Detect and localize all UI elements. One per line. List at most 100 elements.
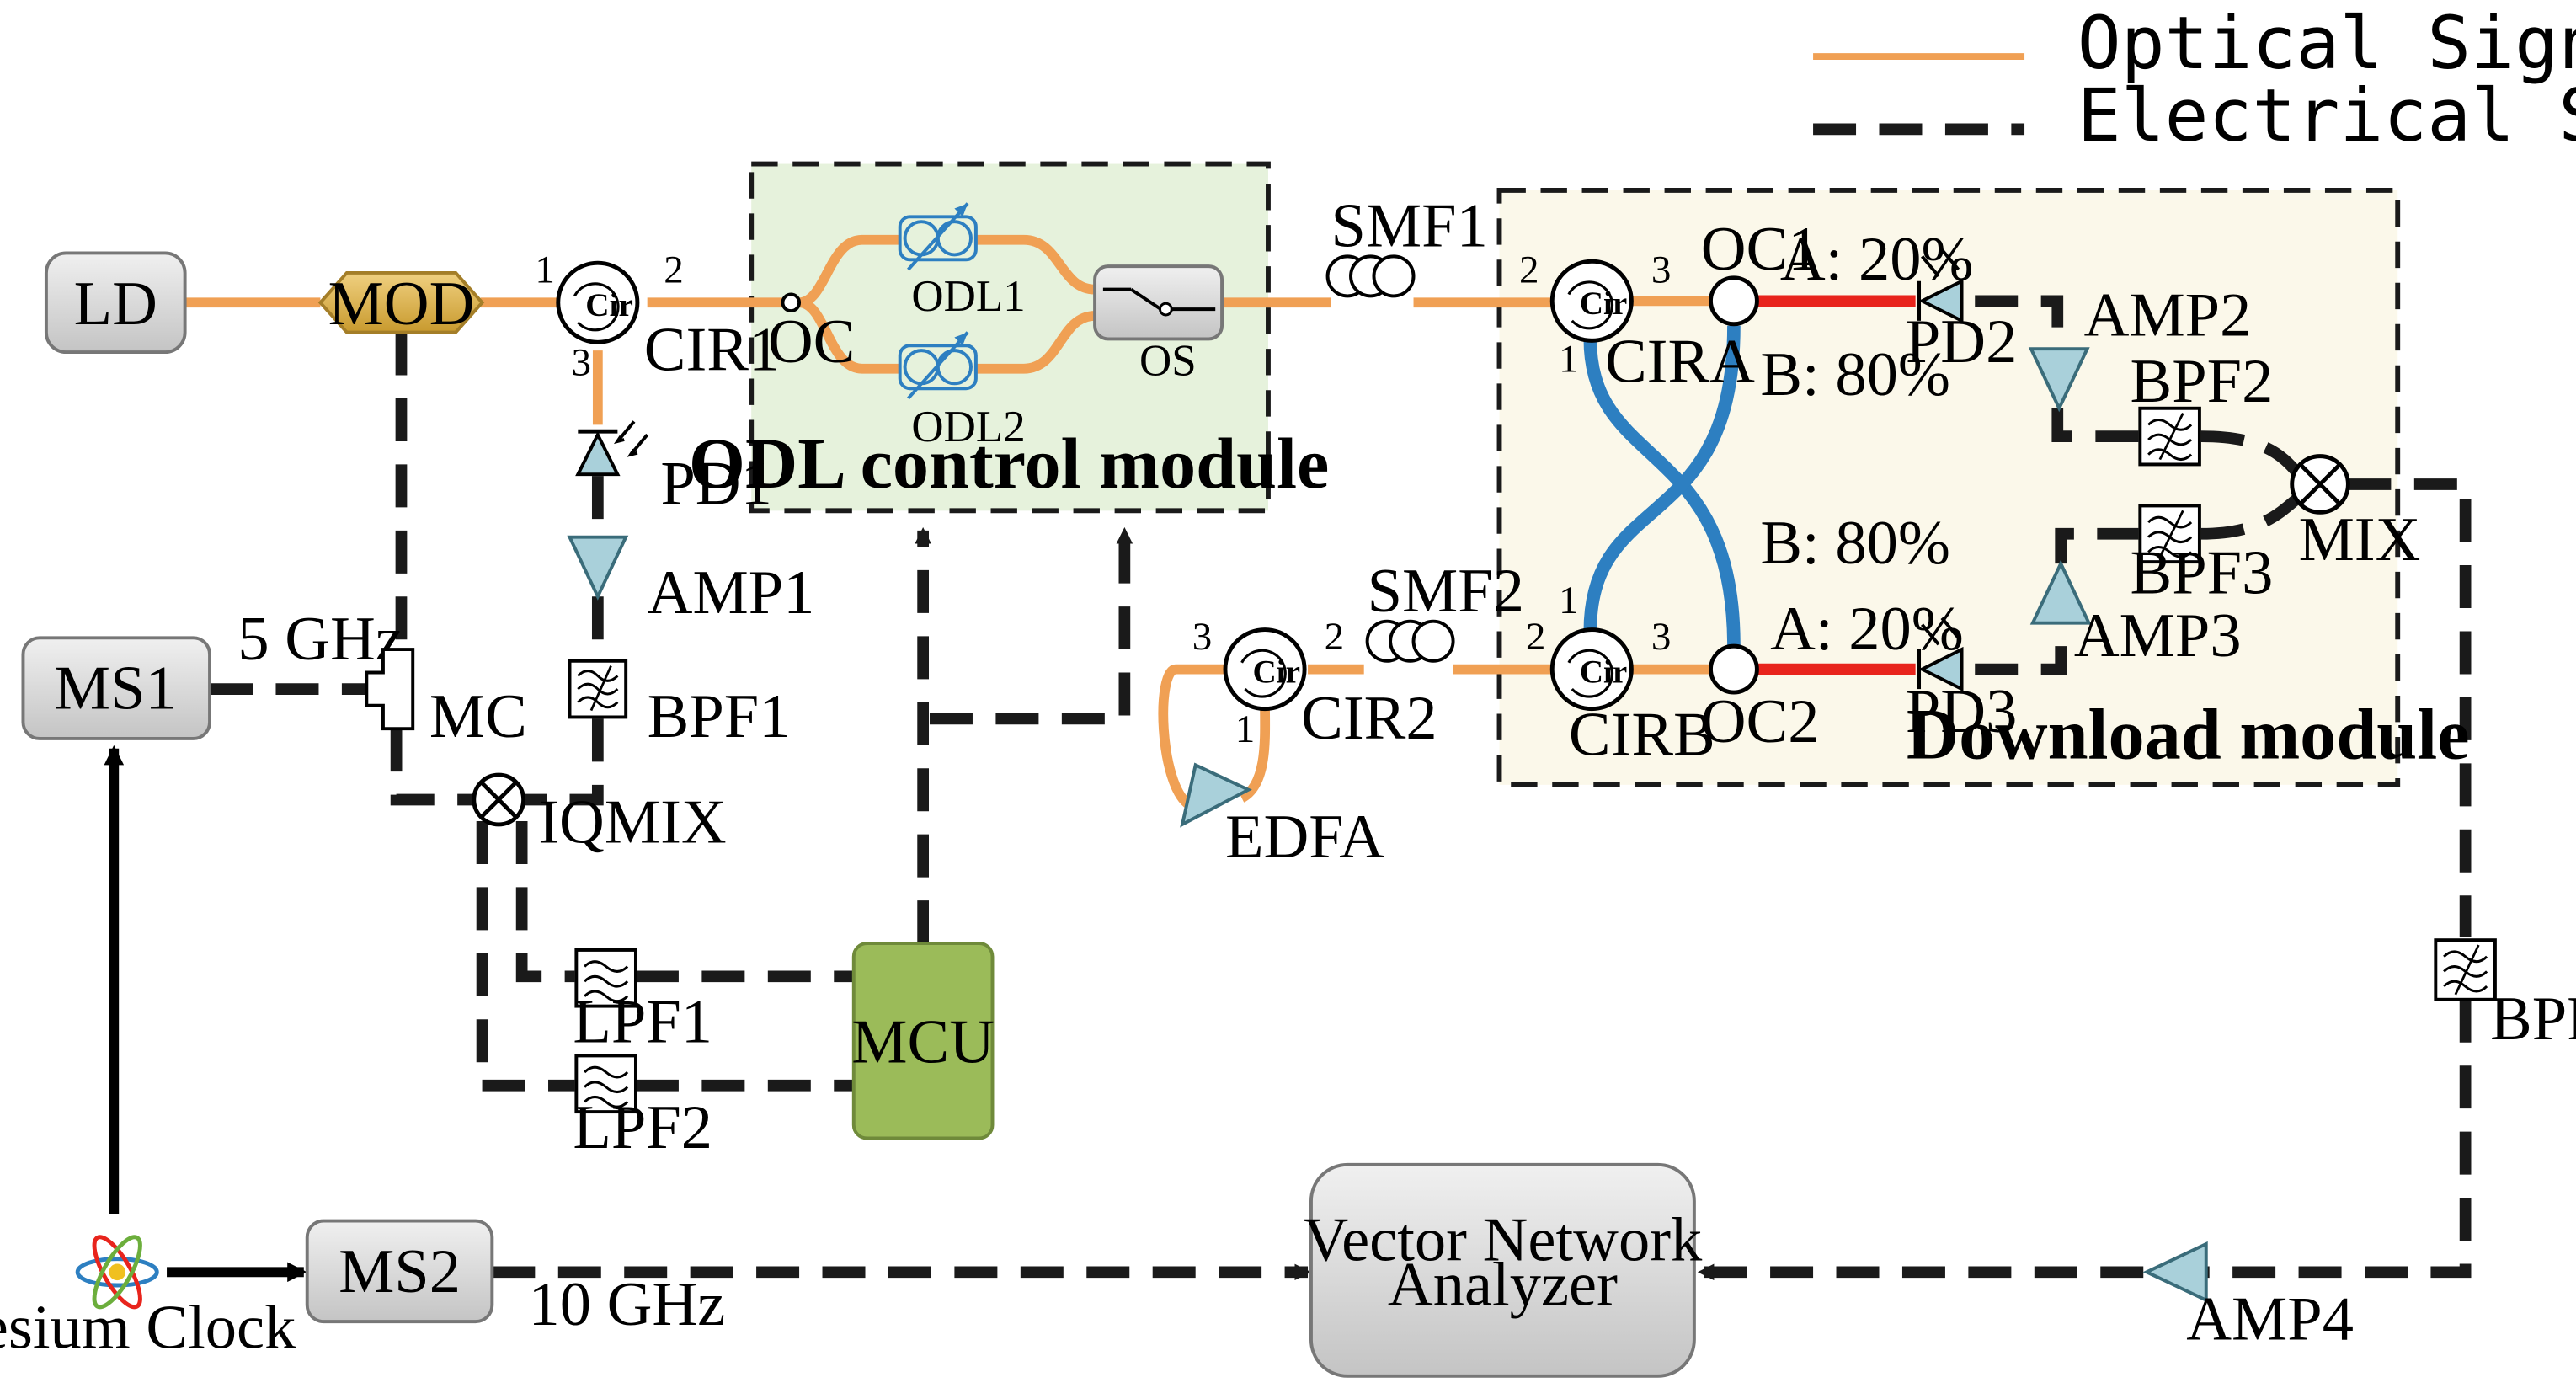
oc2-label: OC2 [1701, 687, 1820, 756]
amp2-amplifier[interactable] [2028, 347, 2090, 413]
lpf1-label: LPF1 [573, 988, 712, 1057]
cirb-port-1: 1 [1559, 579, 1579, 622]
vna-label-line2: Analyzer [1388, 1251, 1618, 1320]
oc1-coupler[interactable] [1709, 275, 1759, 327]
pd1-photodiode[interactable] [575, 420, 649, 477]
iqmix-mixer[interactable] [472, 772, 526, 827]
bpf3-filter[interactable] [2138, 504, 2201, 564]
iqmix-to-lpf1-line [515, 820, 575, 983]
oc-splitter[interactable] [781, 292, 802, 313]
amp1-label: AMP1 [648, 558, 815, 627]
cir1-port-1: 1 [535, 248, 555, 292]
oc1-to-cirb-fiber [1583, 325, 1741, 632]
bpf2-label: BPF2 [2131, 347, 2274, 416]
mcu-to-os-line [929, 526, 1133, 725]
cir1-glyph: Cir [585, 287, 633, 323]
odl1-to-os-fiber [973, 234, 1096, 295]
legend-optical-label: Optical Signal [2077, 2, 2576, 86]
oc2-split-b: B: 80% [1760, 509, 1950, 578]
pd2-to-amp2-line [1975, 295, 2064, 350]
cir2-to-edfa-fiber [1158, 664, 1230, 809]
pd2-photodiode[interactable] [1917, 248, 1964, 324]
smf2-label: SMF2 [1368, 557, 1524, 626]
edfa-amplifier[interactable] [1180, 762, 1252, 828]
cira-glyph: Cir [1580, 286, 1628, 322]
cirb-circulator[interactable]: Cir [1549, 627, 1634, 712]
amp4-amplifier[interactable] [2142, 1241, 2208, 1303]
iqmix-to-lpf2-line [476, 820, 575, 1092]
mod-label: MOD [328, 270, 475, 339]
mix-label: MIX [2299, 505, 2421, 574]
ms2-label: MS2 [339, 1237, 461, 1306]
legend: Optical Signal Electrical Signal [1813, 2, 2576, 158]
cirb-port-3: 3 [1651, 615, 1672, 659]
cir1-port-3: 3 [571, 341, 591, 385]
amp3-amplifier[interactable] [2029, 559, 2092, 625]
cesium-clock-label: Cesium Clock [0, 1294, 296, 1363]
odl-module-title: ODL control module [689, 423, 1329, 504]
cira-circulator[interactable]: Cir [1549, 259, 1634, 343]
iqmix-label: IQMIX [538, 787, 726, 857]
edfa-label: EDFA [1225, 803, 1384, 872]
pd3-photodiode[interactable] [1917, 617, 1964, 692]
cir2-port-1: 1 [1235, 707, 1256, 751]
smf1-fiber-spool[interactable] [1325, 254, 1416, 298]
bpf1-label: BPF1 [648, 682, 791, 751]
bpf3-label: BPF3 [2131, 538, 2274, 607]
cir1-circulator[interactable]: Cir [556, 260, 640, 344]
cirb-port-2: 2 [1526, 615, 1546, 659]
odl1-label: ODL1 [911, 272, 1025, 321]
cir1-port-2: 2 [664, 248, 684, 292]
mc-coupler[interactable] [365, 648, 415, 731]
cir1-label: CIR1 [644, 316, 780, 385]
bpf3-to-mix-line [2200, 493, 2302, 540]
pd3-to-amp3-line [1975, 622, 2067, 675]
smf1-label: SMF1 [1331, 192, 1487, 261]
ld-block[interactable]: LD [44, 251, 187, 355]
bpf4-filter[interactable] [2434, 938, 2497, 1001]
cir2-glyph: Cir [1252, 654, 1300, 690]
mod-block[interactable]: MOD [317, 270, 485, 339]
cira-port-1: 1 [1559, 338, 1579, 382]
cir2-label: CIR2 [1301, 684, 1437, 753]
legend-electrical-label: Electrical Signal [2077, 74, 2576, 158]
smf2-fiber-spool[interactable] [1365, 619, 1455, 663]
odl2-to-os-fiber [973, 311, 1096, 374]
mix-mixer[interactable] [2290, 454, 2350, 515]
ms1-block[interactable]: MS1 [21, 636, 211, 740]
cir2-port-3: 3 [1192, 615, 1213, 659]
odl2-delay-line[interactable] [898, 331, 978, 400]
vna-instrument[interactable]: Vector Network Analyzer [1304, 1162, 1703, 1378]
odl1-delay-line[interactable] [898, 202, 978, 271]
cira-port-3: 3 [1651, 248, 1672, 292]
amp3-label: AMP3 [2074, 601, 2242, 670]
amp4-label: AMP4 [2186, 1285, 2354, 1354]
freq-5ghz-label: 5 GHz [237, 605, 403, 674]
amp2-label: AMP2 [2084, 280, 2252, 350]
pd2-label: PD2 [1906, 307, 2018, 376]
oc1-label: OC1 [1701, 215, 1820, 284]
mcu-block[interactable]: MCU [851, 942, 995, 1140]
vna-label-line1: Vector Network [1304, 1206, 1703, 1275]
cir2-circulator[interactable]: Cir [1223, 627, 1307, 712]
os-label: OS [1139, 337, 1197, 386]
bpf4-label: BPF4 [2490, 985, 2576, 1054]
bpf1-filter[interactable] [568, 659, 628, 719]
cir2-port-2: 2 [1325, 615, 1345, 659]
mcu-label: MCU [851, 1007, 995, 1076]
bpf2-filter[interactable] [2138, 406, 2201, 467]
oc-label: OC [768, 307, 856, 376]
mc-label: MC [429, 682, 527, 751]
cira-label: CIRA [1605, 327, 1755, 396]
bpf1-to-iqmix-line [525, 718, 604, 806]
lpf2-filter[interactable] [574, 1054, 637, 1114]
lpf1-filter[interactable] [574, 948, 637, 1008]
ms2-block[interactable]: MS2 [305, 1219, 494, 1324]
oc1-split-b: B: 80% [1760, 340, 1950, 409]
cirb-glyph: Cir [1580, 654, 1628, 690]
oc2-coupler[interactable] [1709, 643, 1759, 695]
os-switch[interactable] [1093, 264, 1224, 341]
amp1-amplifier[interactable] [567, 535, 629, 601]
mix-to-bpf4-line [2348, 478, 2472, 937]
